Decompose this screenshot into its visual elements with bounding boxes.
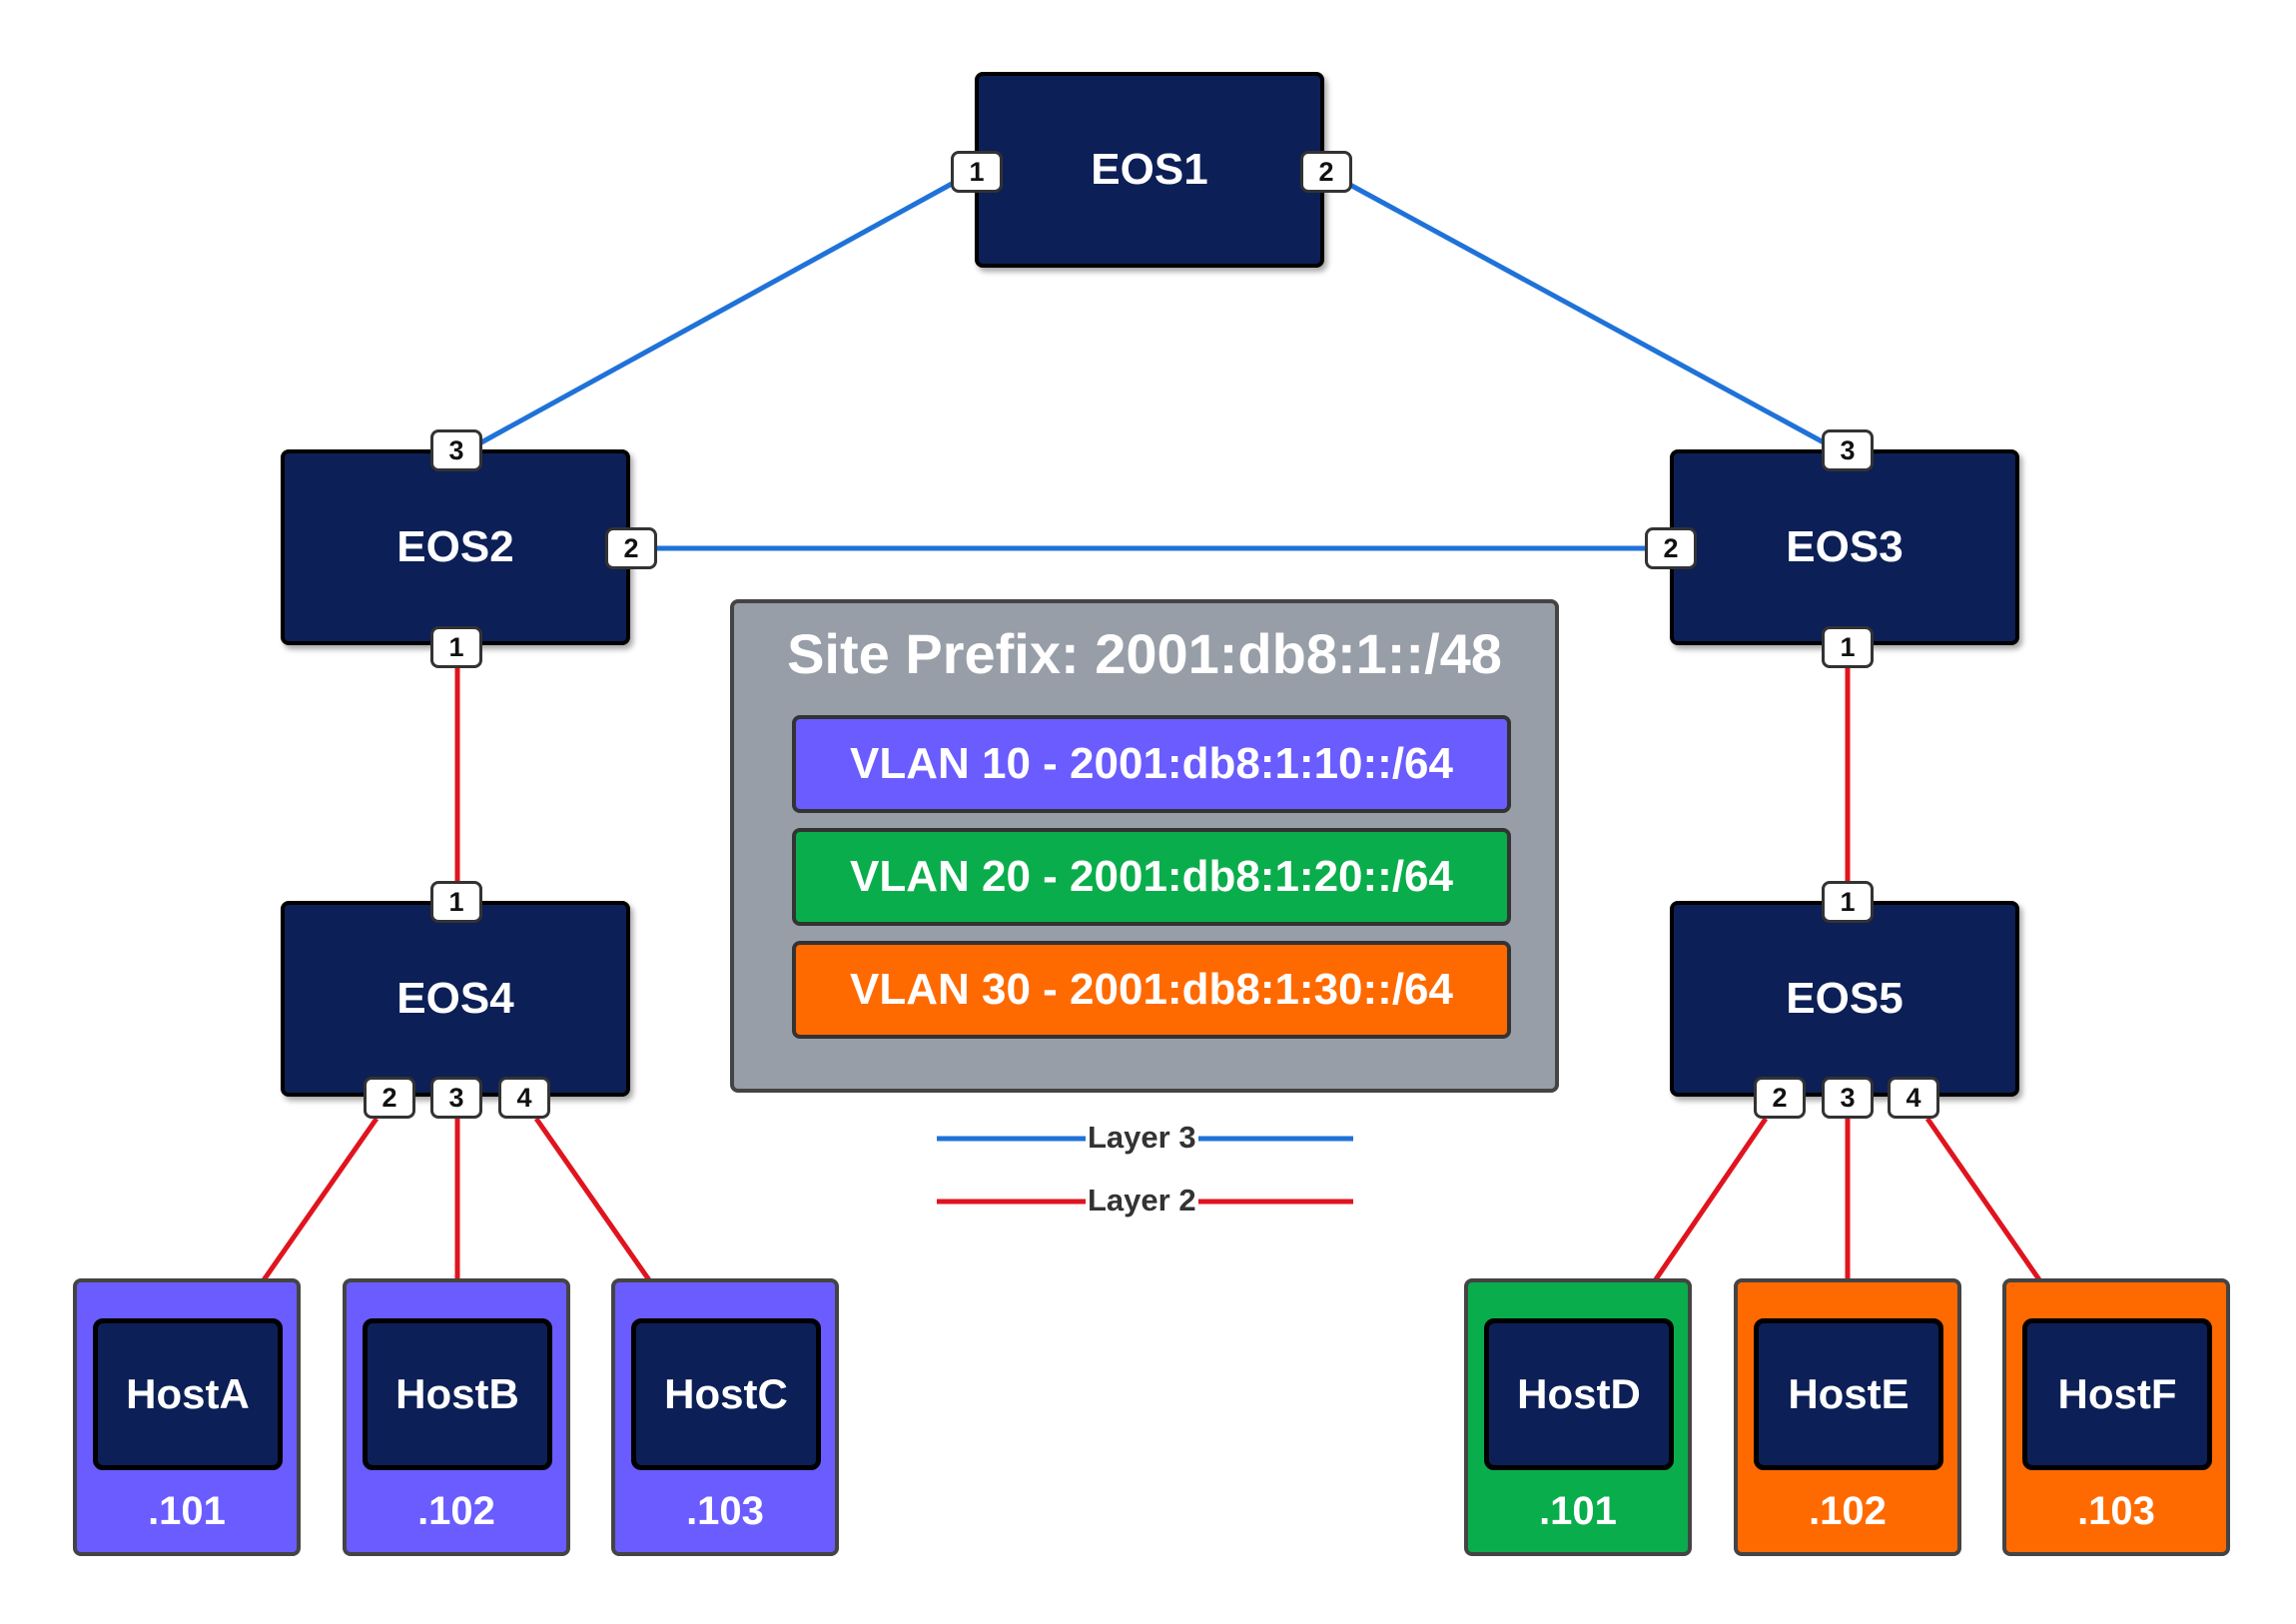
switch-eos2[interactable]: EOS2 [281, 449, 630, 645]
switch-label: EOS1 [1091, 145, 1208, 194]
host-ip: .102 [1809, 1489, 1887, 1533]
host-box-hosta: HostA .101 [73, 1278, 301, 1556]
port-eos2-2: 2 [605, 527, 657, 569]
port-eos5-3: 3 [1822, 1077, 1874, 1119]
port-eos2-1: 1 [430, 626, 482, 668]
site-prefix-panel: Site Prefix: 2001:db8:1::/48 VLAN 10 - 2… [730, 599, 1559, 1093]
link-eos1-eos3 [1346, 181, 1826, 445]
link-eos1-eos2 [479, 181, 954, 445]
host-ip: .103 [2077, 1489, 2155, 1533]
switch-eos4[interactable]: EOS4 [281, 901, 630, 1097]
host-box-hostb: HostB .102 [343, 1278, 570, 1556]
host-box-hoste: HostE .102 [1734, 1278, 1961, 1556]
switch-label: EOS4 [396, 974, 514, 1023]
switch-label: EOS2 [396, 522, 514, 571]
port-eos4-2: 2 [364, 1077, 415, 1119]
host-hostc[interactable]: HostC [631, 1318, 821, 1470]
port-eos3-1: 1 [1822, 626, 1874, 668]
port-eos4-1: 1 [430, 881, 482, 923]
port-eos1-1: 1 [951, 151, 1003, 193]
port-eos2-3: 3 [430, 429, 482, 471]
port-eos3-3: 3 [1822, 429, 1874, 471]
port-eos1-2: 2 [1300, 151, 1352, 193]
host-ip: .101 [1539, 1489, 1617, 1533]
host-name: HostA [126, 1370, 250, 1417]
switch-eos1[interactable]: EOS1 [975, 72, 1324, 268]
host-name: HostD [1517, 1370, 1641, 1417]
legend-layer3-label: Layer 3 [1086, 1120, 1198, 1156]
port-eos5-4: 4 [1888, 1077, 1939, 1119]
host-ip: .101 [148, 1489, 226, 1533]
host-name: HostE [1788, 1370, 1910, 1417]
port-eos5-2: 2 [1754, 1077, 1806, 1119]
host-box-hostc: HostC .103 [611, 1278, 839, 1556]
port-eos5-1: 1 [1822, 881, 1874, 923]
host-ip: .103 [686, 1489, 764, 1533]
switch-label: EOS5 [1786, 974, 1904, 1023]
port-eos4-3: 3 [430, 1077, 482, 1119]
port-eos4-4: 4 [498, 1077, 550, 1119]
vlan30-prefix: VLAN 30 - 2001:db8:1:30::/64 [792, 941, 1511, 1039]
host-hostd[interactable]: HostD [1484, 1318, 1674, 1470]
port-eos3-2: 2 [1645, 527, 1697, 569]
host-box-hostf: HostF .103 [2002, 1278, 2230, 1556]
host-name: HostF [2057, 1370, 2177, 1417]
host-hostb[interactable]: HostB [363, 1318, 552, 1470]
host-hostf[interactable]: HostF [2022, 1318, 2212, 1470]
switch-label: EOS3 [1786, 522, 1904, 571]
host-name: HostB [395, 1370, 519, 1417]
switch-eos3[interactable]: EOS3 [1670, 449, 2019, 645]
host-hoste[interactable]: HostE [1754, 1318, 1943, 1470]
host-box-hostd: HostD .101 [1464, 1278, 1692, 1556]
vlan20-prefix: VLAN 20 - 2001:db8:1:20::/64 [792, 828, 1511, 926]
host-ip: .102 [417, 1489, 495, 1533]
switch-eos5[interactable]: EOS5 [1670, 901, 2019, 1097]
host-hosta[interactable]: HostA [93, 1318, 283, 1470]
legend-layer2-label: Layer 2 [1086, 1183, 1198, 1218]
vlan10-prefix: VLAN 10 - 2001:db8:1:10::/64 [792, 715, 1511, 813]
site-prefix-title: Site Prefix: 2001:db8:1::/48 [787, 622, 1502, 685]
host-name: HostC [664, 1370, 788, 1417]
